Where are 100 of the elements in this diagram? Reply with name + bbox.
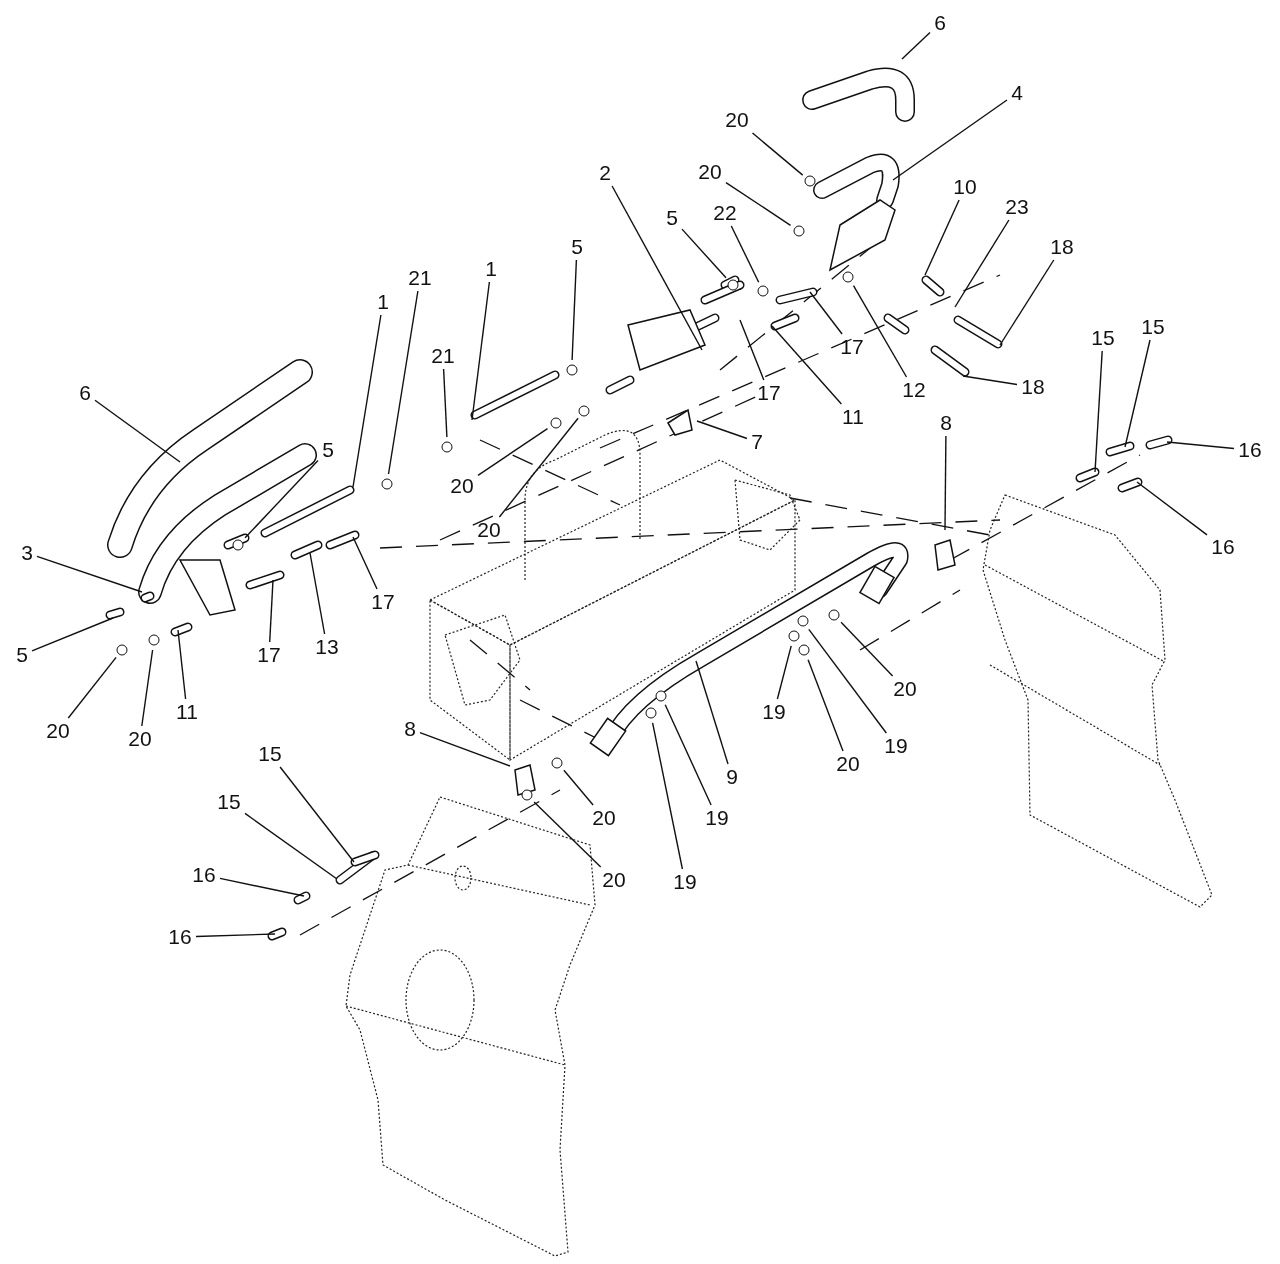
callout-number: 1 [484,257,498,281]
nut-part [843,271,854,283]
leader-line [31,617,114,652]
leader-line [387,290,419,475]
nut-part [788,630,800,642]
callout-number: 5 [15,643,29,667]
leader-line [442,368,448,438]
callout-number: 8 [939,411,953,435]
leader-line [195,933,276,938]
leader-line [219,877,305,897]
leader-line [352,536,378,590]
leader-line [1136,481,1208,536]
callout-number: 17 [256,643,282,667]
callout-number: 21 [430,344,456,368]
callout-number: 20 [476,518,502,542]
callout-number: 17 [370,590,396,614]
callout-number: 20 [724,108,750,132]
callout-number: 18 [1049,235,1075,259]
leader-line [809,291,843,335]
nut-part [550,417,562,429]
nut-part [727,279,739,291]
leader-line [419,732,511,767]
leader-line [725,181,792,226]
leader-line [269,579,274,643]
callout-number: 21 [407,266,433,290]
leader-line [681,228,727,279]
leader-line [739,319,765,381]
callout-number: 17 [756,381,782,405]
callout-number: 16 [1237,438,1263,462]
leader-line [533,801,602,868]
callout-number: 1 [376,290,390,314]
leader-line [471,281,491,421]
callout-number: 23 [1004,195,1030,219]
callout-number: 20 [697,160,723,184]
leader-line [352,314,382,488]
callout-number: 19 [883,734,909,758]
nut-part [552,757,563,769]
callout-number: 19 [704,806,730,830]
leader-line [571,259,578,361]
leader-line [954,219,1010,308]
nut-part [381,478,393,490]
leader-line [696,420,748,440]
leader-line [651,722,684,870]
leader-line [1124,339,1151,448]
callout-number: 15 [1140,315,1166,339]
nut-part [148,634,160,646]
leader-line [751,132,804,176]
callout-number: 19 [672,870,698,894]
leader-line [141,649,154,727]
leader-line [1094,350,1103,473]
nut-part [828,609,840,621]
callout-number: 6 [78,381,92,405]
leader-line [924,199,960,276]
nut-part [645,707,657,719]
callout-number: 4 [1010,81,1024,105]
nut-part [757,285,769,297]
callout-number: 12 [901,378,927,402]
nut-part [116,644,128,655]
leader-line [808,628,887,734]
leader-line [944,435,947,531]
leader-line [244,459,319,539]
leader-line [664,704,712,806]
callout-number: 20 [591,806,617,830]
callout-number: 16 [167,925,193,949]
callout-number: 17 [839,335,865,359]
callout-number: 16 [191,863,217,887]
leader-line [730,225,760,283]
callout-number: 5 [570,235,584,259]
callout-number: 20 [892,677,918,701]
leader-line [695,660,729,765]
leader-line [279,766,355,863]
leader-line [776,645,792,700]
leader-line [807,659,844,752]
nut-part [566,364,578,376]
callout-number: 19 [761,700,787,724]
leader-line [1166,441,1235,450]
callout-number: 20 [45,719,71,743]
callout-number: 3 [20,541,34,565]
leader-line [892,99,1008,181]
callout-number: 5 [321,438,335,462]
callout-number: 11 [175,700,199,724]
leader-line [901,31,931,60]
callout-number: 20 [835,752,861,776]
callout-number: 9 [725,765,739,789]
callout-number: 16 [1210,535,1236,559]
callout-number: 20 [601,868,627,892]
callout-number: 20 [127,727,153,751]
callout-number: 13 [314,635,340,659]
callout-number: 10 [952,175,978,199]
callout-number: 15 [216,790,242,814]
callout-number: 6 [933,11,947,35]
leader-line [840,621,894,677]
leader-line [244,812,338,880]
leader-line [67,656,117,719]
leader-line [852,284,908,378]
nut-part [793,225,805,237]
callout-number: 18 [1020,375,1046,399]
callout-number: 22 [712,201,738,225]
leader-line [611,185,703,351]
callout-number: 20 [449,474,475,498]
